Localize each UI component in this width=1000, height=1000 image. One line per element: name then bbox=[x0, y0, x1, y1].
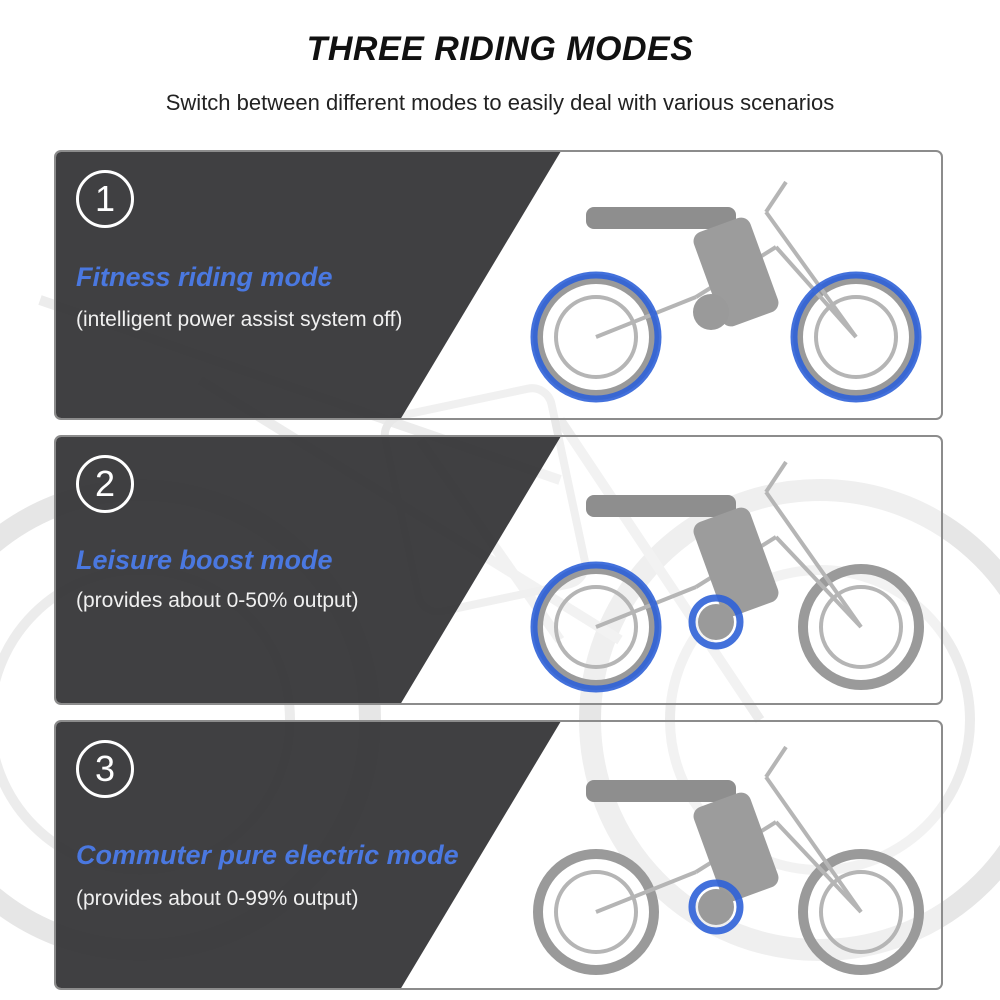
mode-number-badge: 1 bbox=[76, 170, 134, 228]
mode-number-badge: 3 bbox=[76, 740, 134, 798]
ebike-image bbox=[530, 180, 922, 403]
page-title: THREE RIDING MODES bbox=[306, 30, 694, 68]
page-header: THREE RIDING MODES Switch between differ… bbox=[0, 0, 1000, 140]
mode-card-fitness: 1 Fitness riding mode (intelligent power… bbox=[54, 150, 943, 420]
ebike-image bbox=[533, 745, 924, 975]
ebike-image bbox=[530, 460, 924, 693]
mode-title: Commuter pure electric mode bbox=[76, 840, 459, 870]
mode-title: Fitness riding mode bbox=[76, 262, 333, 292]
page-subtitle: Switch between different modes to easily… bbox=[165, 90, 835, 115]
mode-description: (intelligent power assist system off) bbox=[76, 308, 403, 331]
mode-card-leisure: 2 Leisure boost mode (provides about 0-5… bbox=[54, 435, 943, 705]
mode-card-commuter: 3 Commuter pure electric mode (provides … bbox=[54, 720, 943, 990]
mode-description: (provides about 0-99% output) bbox=[76, 887, 359, 910]
mode-title: Leisure boost mode bbox=[76, 545, 333, 575]
mode-number-badge: 2 bbox=[76, 455, 134, 513]
mode-description: (provides about 0-50% output) bbox=[76, 589, 359, 612]
